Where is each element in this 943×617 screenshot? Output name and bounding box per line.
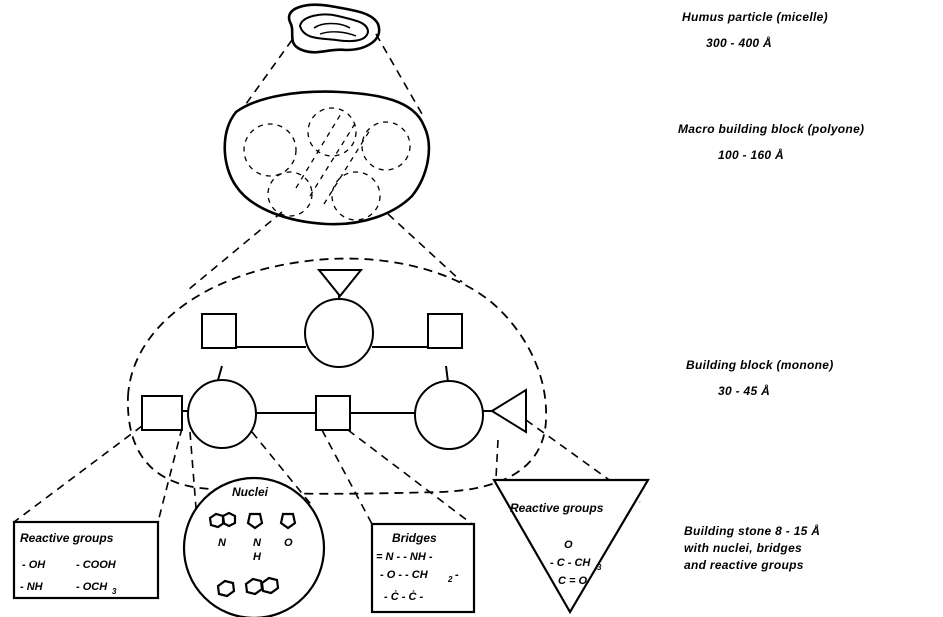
macro-building-block-label: Macro building block (polyone)	[678, 122, 864, 136]
building-stone-label-line3: and reactive groups	[684, 558, 804, 572]
bridge-c-c: - Ċ - Ċ -	[384, 590, 423, 603]
bridge-ch-dash: -	[455, 569, 459, 581]
bridge-square	[316, 396, 350, 430]
reactive-och-subscript: 3	[112, 587, 117, 596]
humus-particle-label: Humus particle (micelle)	[682, 10, 828, 24]
reactive-right-ch-subscript: 3	[597, 563, 602, 572]
nuclei-circle-box: Nuclei N N H O	[184, 478, 324, 617]
reactive-groups-box-left: Reactive groups - OH - COOH - NH - OCH 3	[14, 522, 158, 598]
bridges-title: Bridges	[392, 531, 437, 545]
nucleus-circle	[415, 381, 483, 449]
reactive-right-o: O	[564, 539, 573, 551]
reactive-right-c-ch: - C - CH	[550, 557, 591, 569]
macro-building-block-size: 100 - 160 Å	[718, 148, 784, 162]
nuclei-title: Nuclei	[232, 485, 269, 499]
reactive-och: - OCH	[76, 581, 108, 593]
nucleus-circle	[305, 299, 373, 367]
reactive-group-square	[142, 396, 182, 430]
nuclei-n2: N	[253, 537, 262, 549]
reactive-oh: - OH	[22, 559, 46, 571]
bridge-n-nh: = N - - NH -	[376, 551, 433, 563]
reactive-cooh: - COOH	[76, 559, 117, 571]
building-stone-label-line2: with nuclei, bridges	[684, 541, 802, 555]
bridge-square	[202, 314, 236, 348]
humus-particle-size: 300 - 400 Å	[706, 36, 772, 50]
nuclei-o: O	[284, 537, 293, 549]
bridge-o-ch: - O - - CH	[380, 569, 429, 581]
reactive-groups-left-title: Reactive groups	[20, 531, 114, 545]
reactive-nh: - NH	[20, 581, 44, 593]
building-block-size: 30 - 45 Å	[718, 384, 770, 398]
building-block-network	[142, 270, 526, 449]
building-stone-label-line1: Building stone 8 - 15 Å	[684, 524, 820, 538]
reactive-group-triangle	[319, 270, 361, 296]
reactive-group-triangle	[492, 390, 526, 432]
reactive-groups-triangle-right: Reactive groups O - C - CH 3 C = O	[494, 480, 648, 612]
reactive-right-c-o: C = O	[558, 575, 587, 587]
bridge-ch-subscript: 2	[447, 575, 453, 584]
reactive-groups-right-title: Reactive groups	[510, 501, 604, 515]
macro-building-block	[225, 92, 429, 225]
building-block-label: Building block (monone)	[686, 358, 834, 372]
nuclei-n2-h: H	[253, 551, 262, 563]
bridge-square	[428, 314, 462, 348]
nucleus-circle	[188, 380, 256, 448]
humus-particle	[289, 5, 379, 52]
nuclei-n1: N	[218, 537, 227, 549]
bridges-box: Bridges = N - - NH - - O - - CH 2 - - Ċ …	[372, 524, 474, 612]
